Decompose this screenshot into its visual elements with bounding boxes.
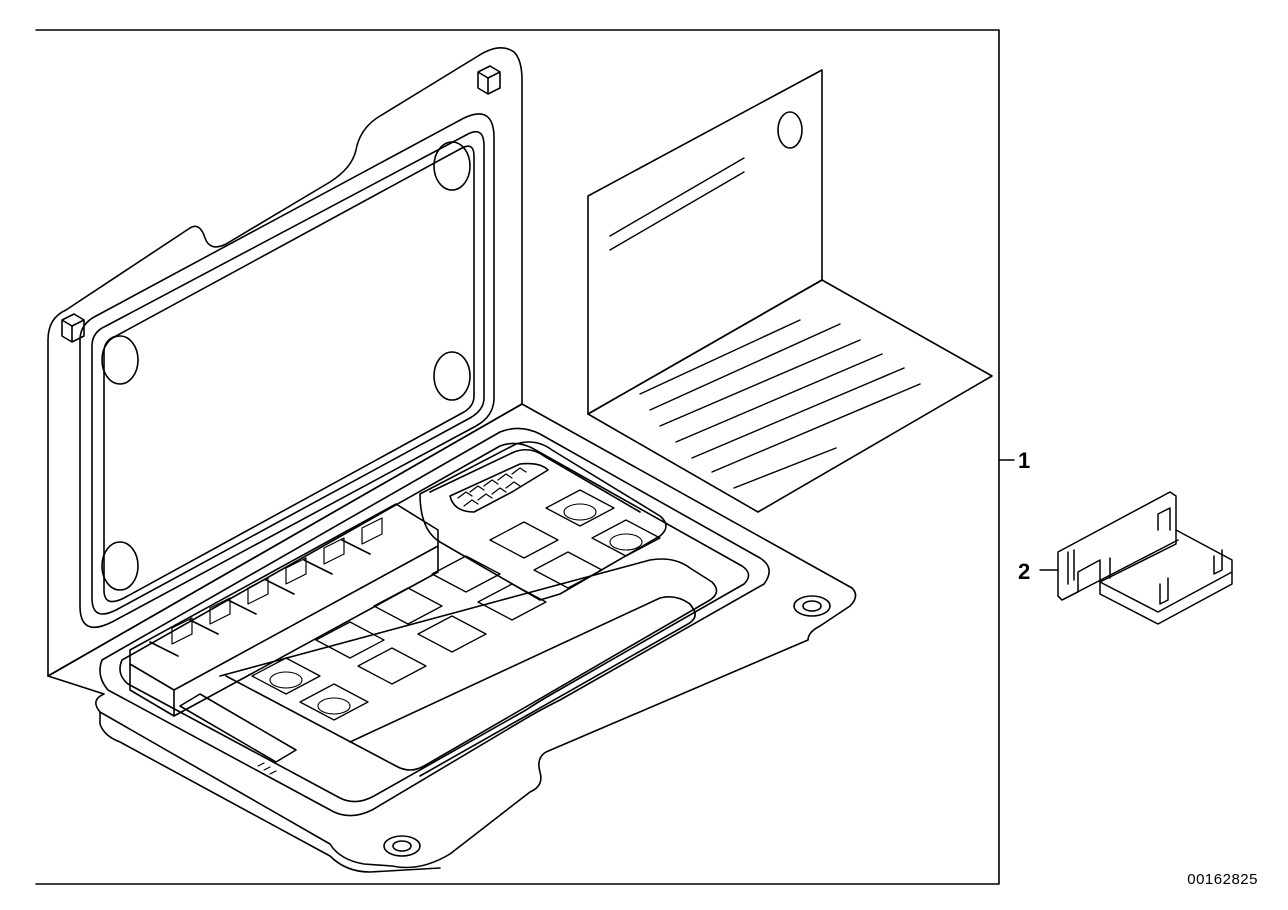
reference-number: 00162825 [1187,871,1258,888]
callout-1-label: 1 [1018,448,1030,473]
control-unit-kit-illustration [47,47,993,873]
part-frame [35,29,1000,885]
callout-2: 2 [1018,559,1059,584]
callout-2-label: 2 [1018,559,1030,584]
holder-bracket-illustration [1057,491,1233,625]
callout-1: 1 [998,448,1030,473]
